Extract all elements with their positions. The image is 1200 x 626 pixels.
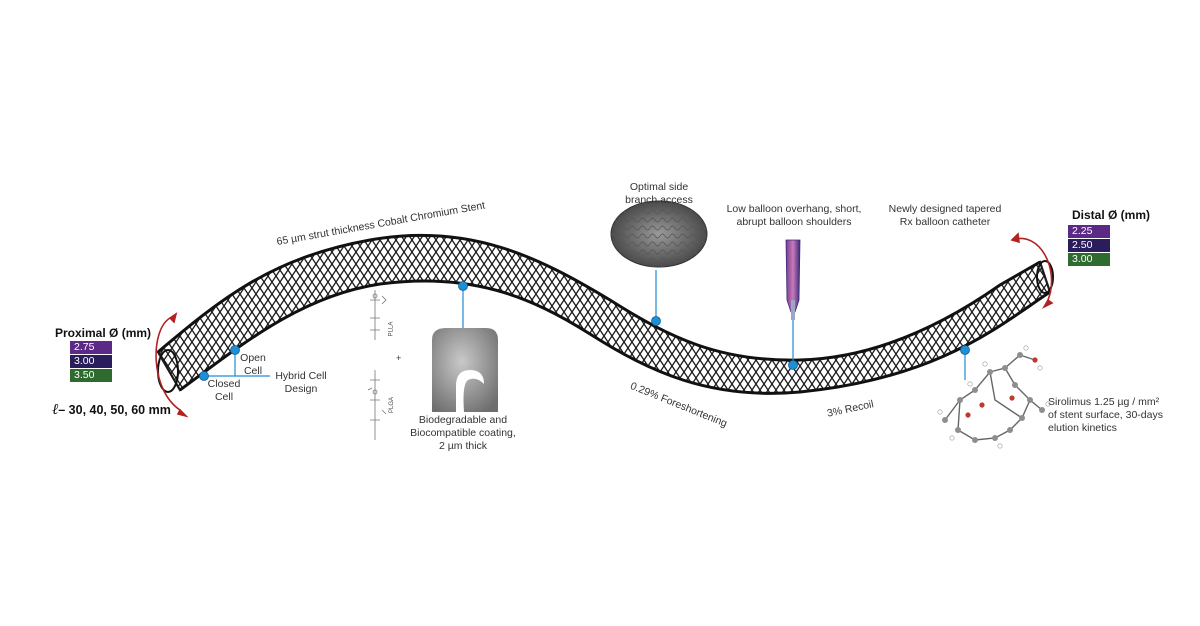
open-cell-line-1: Open: [240, 352, 266, 364]
marker-balloon: [788, 360, 798, 370]
distal-title: Distal Ø (mm): [1072, 208, 1151, 222]
marker-strut: [458, 281, 468, 291]
stent-length: ℓ– 30, 40, 50, 60 mm: [52, 402, 171, 419]
coating-inset: [432, 328, 498, 412]
distal-diameter-2: 3.00: [1068, 253, 1110, 266]
sirolimus-molecule: [937, 345, 1051, 449]
closed-cell-label: Closed Cell: [206, 378, 242, 404]
marker-sirolimus: [960, 345, 970, 355]
hybrid-cell-line-1: Hybrid Cell: [275, 370, 327, 382]
proximal-title: Proximal Ø (mm): [55, 326, 152, 340]
marker-open-cell: [230, 345, 240, 355]
distal-diameter-1: 2.50: [1068, 239, 1110, 252]
distal-diameter-list: 2.25 2.50 3.00: [1068, 225, 1110, 267]
side-branch-line-2: branch access: [625, 194, 693, 206]
sirolimus-line-3: elution kinetics: [1048, 422, 1117, 434]
side-branch-line-1: Optimal side: [629, 181, 689, 193]
hybrid-cell-line-2: Design: [284, 383, 318, 395]
open-cell-line-2: Cell: [243, 365, 263, 377]
side-branch-inset: [610, 200, 708, 268]
proximal-diameter-list: 2.75 3.00 3.50: [70, 341, 112, 383]
balloon-overhang-line-1: Low balloon overhang, short,: [726, 203, 862, 215]
rotation-arrow-distal: [1010, 232, 1054, 309]
distal-diameter-0: 2.25: [1068, 225, 1110, 238]
proximal-diameter-2: 3.50: [70, 369, 112, 382]
polymer-structures: [367, 290, 387, 440]
proximal-diameter-1: 3.00: [70, 355, 112, 368]
markers: [199, 281, 970, 381]
balloon-catheter-image: [785, 239, 801, 320]
side-branch-label: Optimal side branch access: [614, 181, 704, 207]
callout-lines: [204, 270, 966, 380]
closed-cell-line-2: Cell: [214, 391, 234, 403]
length-symbol: ℓ: [52, 402, 59, 418]
coating-line-2: Biocompatible coating,: [410, 427, 516, 439]
coating-line-3: 2 µm thick: [438, 440, 488, 452]
sirolimus-line-2: of stent surface, 30-days: [1048, 409, 1163, 421]
sirolimus-line-1: Sirolimus 1.25 µg / mm²: [1048, 396, 1160, 408]
polymer-plus: +: [396, 353, 402, 363]
tapered-catheter-label: Newly designed tapered Rx balloon cathet…: [880, 203, 1010, 229]
sirolimus-label: Sirolimus 1.25 µg / mm² of stent surface…: [1048, 396, 1188, 435]
hybrid-cell-label: Hybrid Cell Design: [268, 370, 334, 396]
coating-label: Biodegradable and Biocompatible coating,…: [400, 414, 526, 453]
proximal-diameter-0: 2.75: [70, 341, 112, 354]
open-cell-label: Open Cell: [236, 352, 270, 378]
balloon-overhang-line-2: abrupt balloon shoulders: [736, 216, 852, 228]
closed-cell-line-1: Closed: [207, 378, 241, 390]
length-values: – 30, 40, 50, 60 mm: [58, 403, 171, 417]
plla-label: PLLA: [388, 321, 395, 337]
tapered-catheter-line-2: Rx balloon catheter: [899, 216, 991, 228]
marker-side-branch: [651, 316, 661, 326]
tapered-catheter-line-1: Newly designed tapered: [888, 203, 1002, 215]
marker-closed-cell: [199, 371, 209, 381]
coating-line-1: Biodegradable and: [418, 414, 508, 426]
rotation-arrow-proximal: [155, 312, 189, 418]
balloon-overhang-label: Low balloon overhang, short, abrupt ball…: [724, 203, 864, 229]
plga-label: PLGA: [389, 396, 396, 414]
